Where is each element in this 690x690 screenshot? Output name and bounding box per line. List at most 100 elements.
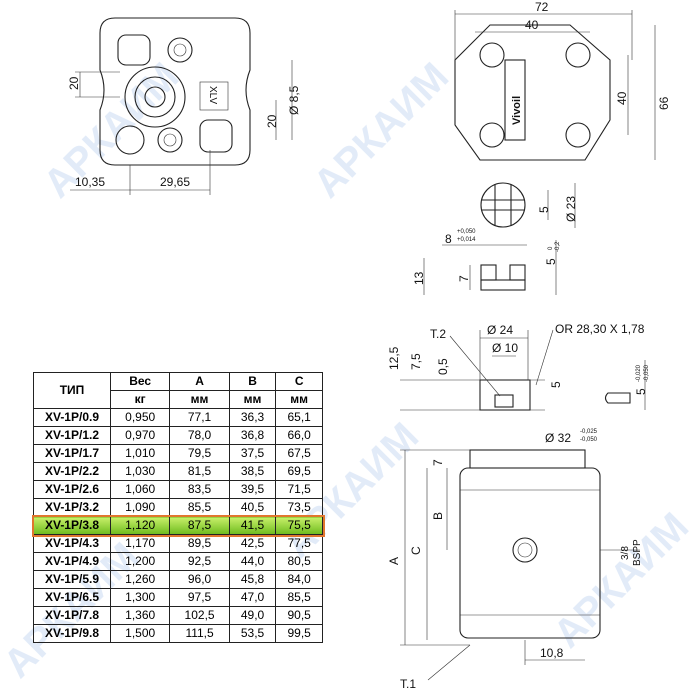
cell-type: XV-1P/3.8 <box>33 516 111 535</box>
key-tol-lower: -0,050 <box>644 364 650 382</box>
cell-type: XV-1P/6.5 <box>33 588 111 607</box>
cell-weight: 0,970 <box>109 426 171 445</box>
key-dim-5: 5 <box>634 388 648 395</box>
cell-c: 73,5 <box>275 498 323 517</box>
tol-5-lower: -0,2 <box>555 241 561 252</box>
cell-a: 77,1 <box>169 408 230 427</box>
port-size: 3/8 <box>620 546 631 560</box>
cell-b: 37,5 <box>228 444 277 463</box>
unit-a: мм <box>169 390 230 409</box>
brand: Vivoil <box>511 96 523 125</box>
dim-10-8: 10,8 <box>540 646 564 660</box>
cell-c: 71,5 <box>275 480 323 499</box>
dim-66: 66 <box>657 96 671 110</box>
cell-a: 81,5 <box>169 462 230 481</box>
cell-a: 89,5 <box>169 534 230 553</box>
cell-a: 78,0 <box>169 426 230 445</box>
cell-weight: 1,010 <box>109 444 171 463</box>
cell-weight: 1,170 <box>109 534 171 553</box>
cell-weight: 1,030 <box>109 462 171 481</box>
cell-type: XV-1P/4.3 <box>33 534 111 553</box>
cell-b: 45,8 <box>228 570 277 589</box>
cell-type: XV-1P/9.8 <box>33 624 111 643</box>
cell-weight: 1,200 <box>109 552 171 571</box>
dim-40-v: 40 <box>615 91 629 105</box>
header-c: C <box>275 372 323 391</box>
cell-b: 40,5 <box>228 498 277 517</box>
cell-weight: 1,300 <box>109 588 171 607</box>
header-type: ТИП <box>33 372 111 409</box>
dim-7-5: 7,5 <box>409 353 423 370</box>
cell-b: 53,5 <box>228 624 277 643</box>
dim-8: 8 <box>445 232 452 246</box>
cell-weight: 0,950 <box>109 408 171 427</box>
t2-label: T.2 <box>430 327 446 341</box>
dim-d10: Ø 10 <box>492 341 518 355</box>
dim-29-65: 29,65 <box>160 175 190 189</box>
cell-c: 84,0 <box>275 570 323 589</box>
tol-5-upper: 0 <box>548 246 554 250</box>
cell-type: XV-1P/4.9 <box>33 552 111 571</box>
top-view: Vivoil 72 40 40 66 <box>454 0 671 161</box>
cell-type: XV-1P/2.6 <box>33 480 111 499</box>
d32-tol-upper: -0,025 <box>580 429 598 435</box>
cell-weight: 1,120 <box>109 516 171 535</box>
cell-type: XV-1P/5.9 <box>33 570 111 589</box>
key-tol-upper: -0,020 <box>636 364 642 382</box>
cell-b: 49,0 <box>228 606 277 625</box>
cell-c: 80,5 <box>275 552 323 571</box>
dim-d8-5: Ø 8,5 <box>287 85 301 115</box>
cell-c: 85,5 <box>275 588 323 607</box>
key-view: 8 +0,050 +0,014 13 7 5 0 -0,2 <box>412 229 561 295</box>
cell-type: XV-1P/3.2 <box>33 498 111 517</box>
unit-b: мм <box>228 390 277 409</box>
cell-c: 75,5 <box>275 516 323 535</box>
cell-a: 87,5 <box>169 516 230 535</box>
cell-c: 99,5 <box>275 624 323 643</box>
cell-weight: 1,260 <box>109 570 171 589</box>
cell-b: 39,5 <box>228 480 277 499</box>
cell-type: XV-1P/7.8 <box>33 606 111 625</box>
header-b: B <box>228 372 277 391</box>
dim-5-key: 5 <box>544 258 558 265</box>
cell-c: 66,0 <box>275 426 323 445</box>
cell-a: 79,5 <box>169 444 230 463</box>
cell-c: 77,5 <box>275 534 323 553</box>
side-view: A C B 7 3/8 BSPP 10,8 T.1 <box>387 449 643 690</box>
unit-c: мм <box>275 390 323 409</box>
cell-b: 42,5 <box>228 534 277 553</box>
dim-d24: Ø 24 <box>487 323 513 337</box>
oring-label: OR 28,30 X 1,78 <box>555 322 645 336</box>
shaft-view: 5 Ø 23 <box>480 182 578 228</box>
d32-tol-lower: -0,050 <box>580 437 598 443</box>
svg-text:АРКАИМ: АРКАИМ <box>545 504 690 656</box>
cell-b: 47,0 <box>228 588 277 607</box>
dim-A: A <box>387 557 401 565</box>
cell-a: 96,0 <box>169 570 230 589</box>
cell-a: 83,5 <box>169 480 230 499</box>
cell-c: 65,1 <box>275 408 323 427</box>
cell-weight: 1,500 <box>109 624 171 643</box>
cell-type: XV-1P/2.2 <box>33 462 111 481</box>
cell-b: 36,3 <box>228 408 277 427</box>
cell-weight: 1,360 <box>109 606 171 625</box>
cell-a: 111,5 <box>169 624 230 643</box>
cell-weight: 1,090 <box>109 498 171 517</box>
section-view: Ø 24 Ø 10 T.2 OR 28,30 X 1,78 12,5 7,5 0… <box>387 322 650 445</box>
dim-72: 72 <box>535 0 549 14</box>
dim-5-shaft: 5 <box>537 206 551 213</box>
cell-c: 67,5 <box>275 444 323 463</box>
cell-a: 97,5 <box>169 588 230 607</box>
